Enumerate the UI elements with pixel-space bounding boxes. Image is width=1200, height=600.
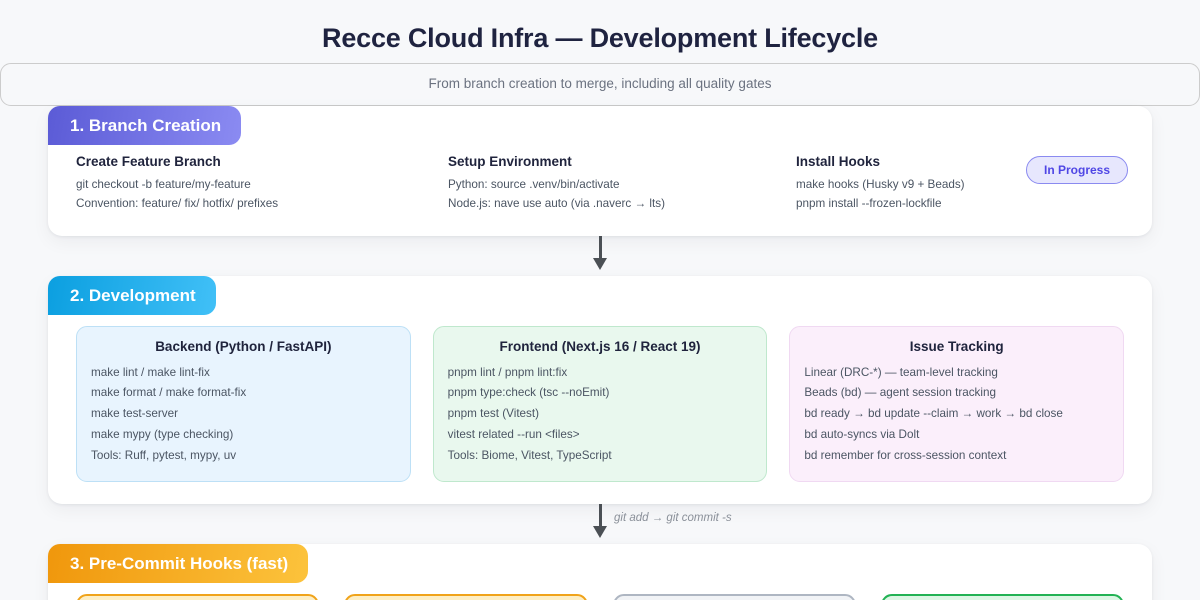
stage-2: 2. Development Backend (Python / FastAPI…	[48, 275, 1152, 504]
stage-2-card: Backend (Python / FastAPI) make lint / m…	[48, 275, 1152, 504]
column-title: Setup Environment	[448, 153, 572, 169]
sub-card-line: vitest related --run <files>	[447, 428, 580, 442]
arrow-head-icon	[593, 257, 607, 270]
connector-1	[0, 235, 1200, 276]
sub-card-ruff-lint-format: Ruff Lint + Format Python staged files o…	[344, 593, 588, 600]
sub-card-backend: Backend (Python / FastAPI) make lint / m…	[76, 325, 411, 482]
column-title: Install Hooks	[796, 153, 881, 169]
arrow-stem-icon	[598, 235, 602, 260]
sub-card-line: bd ready → bd update --claim → work → bd…	[804, 407, 1063, 421]
sub-card-line: Tools: Biome, Vitest, TypeScript	[447, 448, 612, 462]
sub-card-title: Issue Tracking	[909, 338, 1004, 354]
sub-card-line: Tools: Ruff, pytest, mypy, uv	[91, 448, 237, 462]
stage-1-column: Install Hooks make hooks (Husky v9 + Bea…	[796, 154, 1026, 214]
status-badge-wrap: In Progress	[1026, 154, 1129, 184]
column-line: Convention: feature/ fix/ hotfix/ prefix…	[76, 196, 279, 210]
column-line: pnpm install --frozen-lockfile	[796, 196, 942, 210]
sub-card-beads-flush: Beads Flush Non-fatal, syncs issues	[612, 593, 856, 600]
sub-card-line: bd remember for cross-session context	[804, 448, 1007, 462]
stage-1-card: Create Feature Branch git checkout -b fe…	[48, 105, 1152, 236]
stage-2-label: 2. Development	[48, 275, 216, 315]
arrow-stem-icon	[598, 503, 602, 528]
stage-3-label: 3. Pre-Commit Hooks (fast)	[48, 543, 309, 584]
page-header: Recce Cloud Infra — Development Lifecycl…	[0, 0, 1200, 106]
sub-card-line: pnpm type:check (tsc --noEmit)	[447, 386, 610, 400]
sub-card-title: Frontend (Next.js 16 / React 19)	[499, 338, 701, 354]
page-subtitle: From branch creation to merge, including…	[0, 62, 1200, 106]
stage-1-label: 1. Branch Creation	[48, 105, 242, 145]
arrow-head-icon	[593, 525, 607, 538]
column-line: make hooks (Husky v9 + Beads)	[796, 177, 965, 191]
sub-card-line: pnpm test (Vitest)	[447, 407, 540, 421]
sub-card-sub-second: ⚡ Sub-second (Rust-based) Blocks commit …	[880, 593, 1124, 600]
sub-card-line: make mypy (type checking)	[91, 428, 234, 442]
sub-card-issue-tracking: Issue Tracking Linear (DRC-*) — team-lev…	[789, 325, 1125, 482]
column-line: Python: source .venv/bin/activate	[448, 177, 620, 191]
page-title: Recce Cloud Infra — Development Lifecycl…	[322, 23, 878, 53]
sub-card-line: make lint / make lint-fix	[91, 365, 210, 379]
status-badge[interactable]: In Progress	[1026, 155, 1129, 184]
stage-3: 3. Pre-Commit Hooks (fast) Biome Lint JS…	[48, 543, 1152, 600]
sub-card-title: Backend (Python / FastAPI)	[155, 338, 332, 354]
sub-card-biome-lint: Biome Lint JS/TS staged files only	[76, 593, 320, 600]
column-line: Node.js: nave use auto (via .naverc → lt…	[448, 196, 665, 210]
connector-label: git add → git commit -s	[614, 511, 732, 524]
sub-card-line: Linear (DRC-*) — team-level tracking	[804, 365, 998, 379]
sub-card-line: Beads (bd) — agent session tracking	[804, 386, 996, 400]
connector-2: git add → git commit -s	[0, 503, 1200, 544]
sub-card-line: bd auto-syncs via Dolt	[804, 428, 920, 442]
sub-card-line: make format / make format-fix	[91, 386, 247, 400]
stage-1: 1. Branch Creation Create Feature Branch…	[48, 105, 1152, 236]
sub-card-line: pnpm lint / pnpm lint:fix	[447, 365, 568, 379]
sub-card-line: make test-server	[91, 407, 179, 421]
stage-1-column: Create Feature Branch git checkout -b fe…	[76, 154, 448, 214]
stage-1-column: Setup Environment Python: source .venv/b…	[448, 154, 796, 214]
column-line: git checkout -b feature/my-feature	[76, 177, 251, 191]
sub-card-frontend: Frontend (Next.js 16 / React 19) pnpm li…	[432, 325, 768, 482]
column-title: Create Feature Branch	[76, 153, 221, 169]
